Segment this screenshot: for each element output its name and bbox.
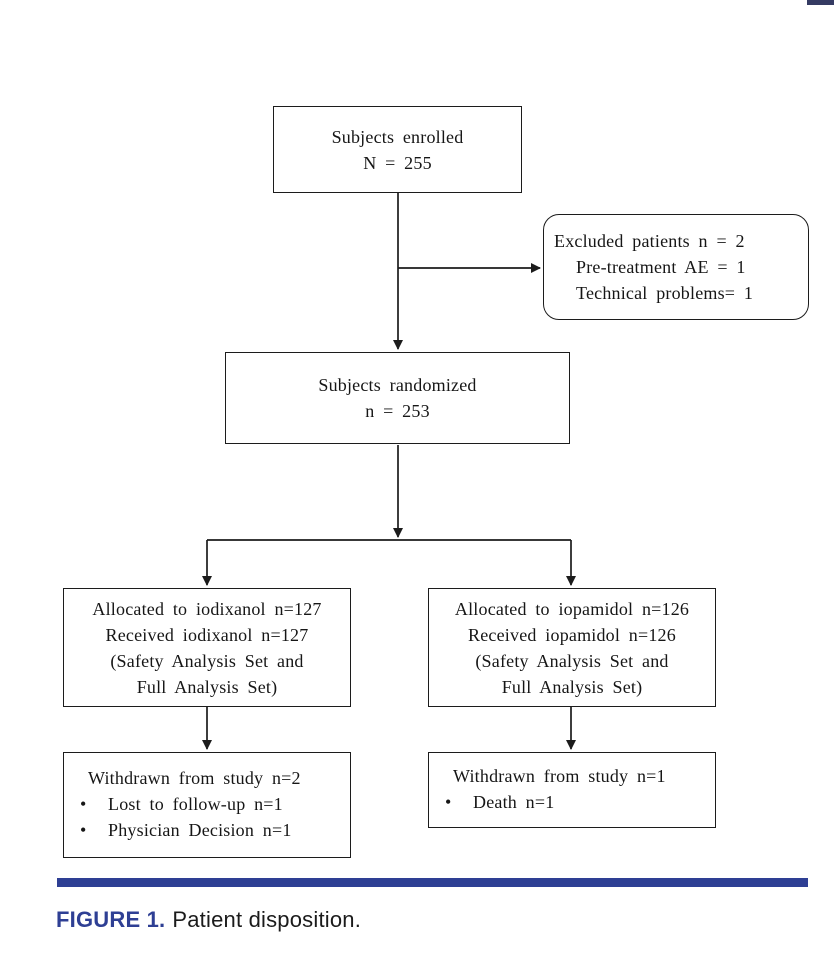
- excluded-title: Excluded patients n = 2: [554, 231, 745, 251]
- alloc-line: Full Analysis Set): [136, 676, 278, 697]
- flow-box-subjects-enrolled: Subjects enrolled N = 255: [273, 106, 522, 193]
- enrolled-count: N = 255: [363, 152, 432, 173]
- withdrawn-reason-row: • Physician Decision n=1: [64, 817, 350, 843]
- randomized-count: n = 253: [365, 401, 430, 421]
- alloc-line: Received iodixanol n=127: [105, 624, 309, 645]
- flow-box-allocated-iodixanol: Allocated to iodixanol n=127 Received io…: [63, 588, 351, 707]
- figure-label: FIGURE 1.: [56, 907, 166, 932]
- withdrawn-reason: Physician Decision n=1: [108, 820, 292, 840]
- flow-box-withdrawn-iodixanol: Withdrawn from study n=2 • Lost to follo…: [63, 752, 351, 858]
- withdrawn-title: Withdrawn from study n=2: [88, 768, 301, 788]
- alloc-line: (Safety Analysis Set and: [475, 650, 669, 671]
- figure-caption: FIGURE 1.Patient disposition.: [56, 906, 361, 934]
- enrolled-line: Subjects enrolled: [331, 126, 464, 147]
- alloc-line: Allocated to iodixanol n=127: [92, 598, 322, 619]
- bullet-icon: •: [80, 794, 87, 814]
- page-corner-decoration: [807, 0, 834, 5]
- excluded-reason: Technical problems= 1: [576, 283, 754, 303]
- bullet-icon: •: [445, 792, 452, 812]
- bullet-icon: •: [80, 820, 87, 840]
- alloc-line: Allocated to iopamidol n=126: [454, 598, 690, 619]
- caption-divider: [57, 878, 808, 887]
- withdrawn-reason: Lost to follow-up n=1: [108, 794, 283, 814]
- caption-text: Patient disposition.: [172, 907, 362, 932]
- flow-box-excluded-patients: Excluded patients n = 2 Pre-treatment AE…: [543, 214, 809, 320]
- alloc-line: (Safety Analysis Set and: [110, 650, 304, 671]
- alloc-line: Full Analysis Set): [501, 676, 643, 697]
- excluded-reason: Pre-treatment AE = 1: [576, 257, 746, 277]
- withdrawn-reason: Death n=1: [473, 792, 555, 812]
- withdrawn-reason-row: • Death n=1: [429, 789, 715, 815]
- withdrawn-reason-row: • Lost to follow-up n=1: [64, 791, 350, 817]
- flow-box-withdrawn-iopamidol: Withdrawn from study n=1 • Death n=1: [428, 752, 716, 828]
- flow-box-allocated-iopamidol: Allocated to iopamidol n=126 Received io…: [428, 588, 716, 707]
- flow-box-subjects-randomized: Subjects randomized n = 253: [225, 352, 570, 444]
- alloc-line: Received iopamidol n=126: [468, 624, 676, 645]
- randomized-line: Subjects randomized: [318, 375, 477, 395]
- withdrawn-title: Withdrawn from study n=1: [453, 766, 666, 786]
